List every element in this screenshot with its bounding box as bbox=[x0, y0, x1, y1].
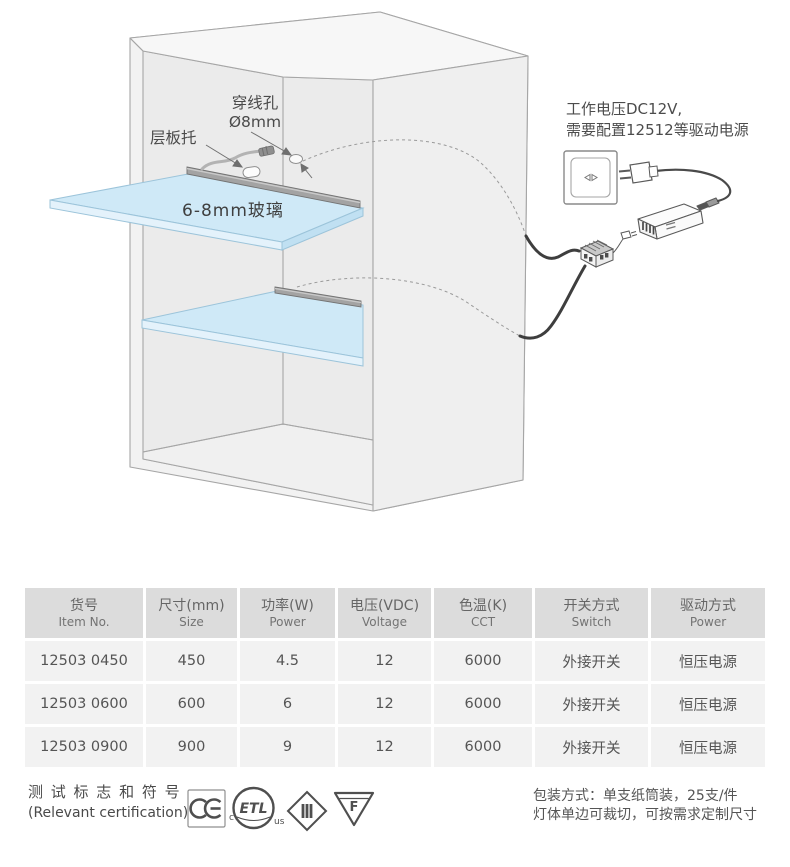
power-adapter bbox=[637, 197, 720, 240]
leader-lines bbox=[205, 131, 313, 179]
power-outlet bbox=[563, 150, 618, 205]
cell-switch: 外接开关 bbox=[535, 684, 648, 724]
cell-size: 600 bbox=[146, 684, 237, 724]
ce-mark-icon bbox=[187, 789, 226, 828]
packaging-line2: 灯体单边可裁切，可按需求定制尺寸 bbox=[533, 807, 757, 823]
connector-block bbox=[579, 230, 638, 268]
col-header-cct: 色温(K)CCT bbox=[434, 588, 532, 638]
etl-us-text: us bbox=[274, 817, 285, 827]
led-bar-lower bbox=[274, 286, 362, 308]
footer: 测 试 标 志 和 符 号 (Relevant certification): … bbox=[0, 775, 790, 867]
cell-item-no: 12503 0450 bbox=[25, 641, 143, 681]
iii-diamond-mark-icon bbox=[286, 790, 328, 832]
certification-label: 测 试 标 志 和 符 号 (Relevant certification): bbox=[28, 783, 193, 822]
wire-hole-label-text: 穿线孔 bbox=[231, 94, 279, 112]
cell-driver: 恒压电源 bbox=[651, 727, 765, 767]
cell-cct: 6000 bbox=[434, 684, 532, 724]
adapter-ac-cable bbox=[653, 168, 732, 203]
cell-switch: 外接开关 bbox=[535, 641, 648, 681]
cell-driver: 恒压电源 bbox=[651, 684, 765, 724]
cell-size: 450 bbox=[146, 641, 237, 681]
wire-hole-size-text: Ø8mm bbox=[228, 113, 282, 131]
packaging-note: 包装方式：单支纸筒装，25支/件 灯体单边可裁切，可按需求定制尺寸 bbox=[533, 787, 757, 825]
power-note-line1: 工作电压DC12V, bbox=[566, 100, 683, 118]
cell-power: 4.5 bbox=[240, 641, 335, 681]
etl-text: ETL bbox=[239, 801, 267, 817]
cell-voltage: 12 bbox=[338, 641, 431, 681]
led-bar-upper bbox=[186, 166, 361, 209]
wire-hole-label: 穿线孔 Ø8mm bbox=[216, 94, 294, 132]
cable-connector-tip bbox=[258, 145, 275, 157]
packaging-line1: 包装方式：单支纸筒装，25支/件 bbox=[533, 788, 738, 804]
iii-bars bbox=[301, 804, 313, 818]
etl-c-text: c bbox=[229, 813, 234, 823]
diagram-canvas bbox=[49, 11, 732, 512]
shelf-support-label: 层板托 bbox=[150, 129, 197, 147]
f-triangle-mark-icon: F bbox=[333, 791, 375, 827]
etl-mark-icon: ETL c us bbox=[229, 786, 285, 830]
wire-hole bbox=[289, 154, 303, 164]
cell-item-no: 12503 0900 bbox=[25, 727, 143, 767]
spec-row: 12503 0900 900 9 12 6000 外接开关 恒压电源 bbox=[25, 727, 765, 767]
spec-row: 12503 0600 600 6 12 6000 外接开关 恒压电源 bbox=[25, 684, 765, 724]
power-cables bbox=[518, 234, 587, 340]
shelf-support-peg bbox=[242, 166, 261, 179]
cell-driver: 恒压电源 bbox=[651, 641, 765, 681]
cell-voltage: 12 bbox=[338, 684, 431, 724]
col-header-voltage: 电压(VDC)Voltage bbox=[338, 588, 431, 638]
glass-shelf-lower bbox=[141, 290, 364, 367]
cell-item-no: 12503 0600 bbox=[25, 684, 143, 724]
glass-shelf-upper bbox=[49, 173, 365, 251]
installation-diagram: 穿线孔 Ø8mm 层板托 6-8mm玻璃 工作电压DC12V, 需要配置1251… bbox=[49, 11, 749, 512]
cabinet-drawing bbox=[129, 11, 529, 512]
col-header-power: 功率(W)Power bbox=[240, 588, 335, 638]
power-note-line2: 需要配置12512等驱动电源 bbox=[566, 121, 749, 139]
cell-power: 9 bbox=[240, 727, 335, 767]
cell-cct: 6000 bbox=[434, 727, 532, 767]
f-text: F bbox=[350, 800, 359, 815]
cell-cct: 6000 bbox=[434, 641, 532, 681]
glass-thickness-label: 6-8mm玻璃 bbox=[182, 201, 284, 221]
spec-row: 12503 0450 450 4.5 12 6000 外接开关 恒压电源 bbox=[25, 641, 765, 681]
col-header-size: 尺寸(mm)Size bbox=[146, 588, 237, 638]
power-requirement-note: 工作电压DC12V, 需要配置12512等驱动电源 bbox=[566, 99, 749, 141]
hidden-wire-routes bbox=[296, 139, 527, 337]
cell-power: 6 bbox=[240, 684, 335, 724]
led-feed-cable bbox=[200, 149, 263, 171]
cell-size: 900 bbox=[146, 727, 237, 767]
power-plug bbox=[618, 161, 659, 184]
cell-voltage: 12 bbox=[338, 727, 431, 767]
certification-label-zh: 测 试 标 志 和 符 号 bbox=[28, 783, 182, 801]
certification-label-en: (Relevant certification): bbox=[28, 805, 193, 821]
cell-switch: 外接开关 bbox=[535, 727, 648, 767]
